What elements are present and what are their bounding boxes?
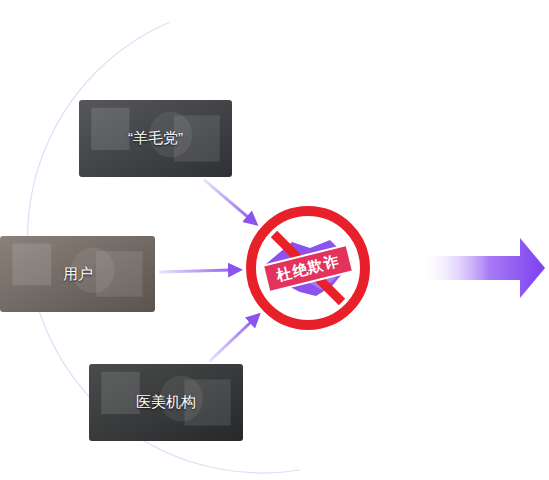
photo-box: 用户 [0, 236, 155, 312]
photo-box: 医美机构 [89, 364, 243, 441]
box-label: 医美机构 [136, 393, 196, 412]
flow-arrow [210, 315, 259, 361]
output-arrow [418, 238, 545, 298]
flow-arrow [204, 180, 256, 224]
flow-arrow [159, 270, 240, 272]
photo-box: “羊毛党” [79, 100, 232, 177]
box-label: “羊毛党” [128, 129, 183, 148]
box-label: 用户 [63, 265, 93, 284]
fraud-ban-badge: 杜绝欺诈 [244, 204, 372, 332]
